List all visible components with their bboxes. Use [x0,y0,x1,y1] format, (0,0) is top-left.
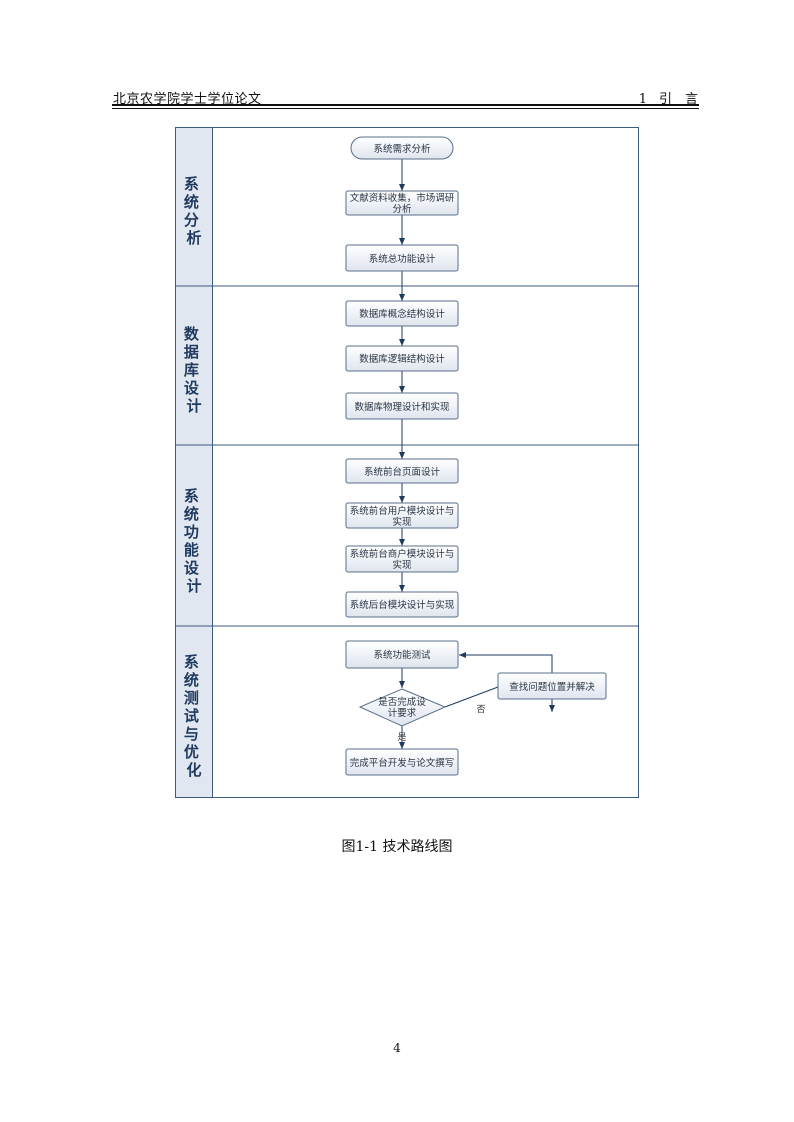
node-function-testing-label: 系统功能测试 [373,649,431,661]
lane-label-analysis-c2: 统 [184,193,199,211]
node-function-testing [345,640,459,669]
lane-label-analysis: 系 统 分 析 [184,175,204,247]
connector-no [444,686,499,708]
branch-label-no: 否 [476,704,485,715]
node-frontend-merchant-module [345,545,459,573]
lane-label-function-c5: 设 [184,559,199,577]
lane-label-testing-c6: 优 [184,743,199,761]
node-backend-module-label: 系统后台模块设计与实现 [350,599,455,611]
node-requirements-analysis-label: 系统需求分析 [373,143,431,155]
node-frontend-merchant-module-line1: 系统前台商户模块设计与 [350,548,455,560]
node-frontend-user-module [345,502,459,529]
lane-label-testing-c1: 系 [184,653,199,671]
chapter-number: 1 [638,92,647,107]
node-db-physical-design-label: 数据库物理设计和实现 [354,401,450,413]
lane-label-database-c3: 库 [184,361,199,379]
figure-caption: 图1-1 技术路线图 [341,839,453,855]
lane-label-analysis-c3: 分 [184,211,199,229]
lane-label-function-c4: 能 [184,541,199,559]
lane-label-database: 数 据 库 设 计 [184,325,204,415]
lane-label-function: 系 统 功 能 设 计 [184,487,204,595]
running-header-title: 北京农学院学士学位论文 [113,92,262,107]
node-requirements-analysis [350,136,454,160]
lane-label-database-c5: 计 [186,397,201,415]
lane-label-database-c4: 设 [184,379,199,397]
lane-label-column [175,127,213,798]
node-design-requirements-decision [358,688,447,727]
technical-roadmap-flowchart: 系 统 分 析 数 据 库 设 计 系 统 功 能 设 计 系 统 测 试 与 … [175,127,639,798]
node-find-and-fix-issues-label: 查找问题位置并解决 [509,681,595,693]
lane-label-testing-c3: 测 [184,689,199,707]
node-frontend-page-design-label: 系统前台页面设计 [364,466,441,478]
node-backend-module [345,591,459,618]
header-rule-thin [112,108,699,109]
running-header-chapter: 1 引 言 [639,88,698,107]
lane-label-database-c1: 数 [184,325,200,343]
node-db-logical-design-label: 数据库逻辑结构设计 [359,353,445,365]
node-overall-function-design-label: 系统总功能设计 [369,253,436,265]
lane-label-testing-c7: 化 [186,761,201,779]
node-complete-platform-thesis-label: 完成平台开发与论文撰写 [350,757,455,769]
node-db-conceptual-design-label: 数据库概念结构设计 [359,308,445,320]
decision-label-line1: 是否完成设 [378,696,426,708]
lane-label-function-c3: 功 [184,523,199,541]
node-complete-platform-thesis [345,748,459,776]
lane-label-database-c2: 据 [184,343,199,361]
node-overall-function-design [345,244,459,272]
lane-label-function-c2: 统 [184,505,199,523]
node-literature-research-line1: 文献资料收集，市场调研 [350,192,455,204]
node-literature-research-line2: 分析 [392,203,412,215]
node-frontend-merchant-module-line2: 实现 [392,559,412,571]
lane-label-analysis-c4: 析 [186,229,201,247]
lane-label-testing-c5: 与 [184,725,199,743]
node-db-physical-design [345,392,459,420]
branch-label-yes: 是 [397,732,406,743]
lane-label-function-c1: 系 [184,487,199,505]
node-frontend-user-module-line1: 系统前台用户模块设计与 [350,505,455,517]
node-frontend-page-design [345,458,459,484]
node-frontend-user-module-line2: 实现 [392,516,412,528]
node-db-logical-design [345,345,459,372]
header-rule-thick [112,104,699,106]
lane-label-testing: 系 统 测 试 与 优 化 [184,653,204,779]
node-db-conceptual-design [345,300,459,327]
decision-label-line2: 计要求 [388,707,417,719]
lane-label-function-c6: 计 [186,577,201,595]
lane-label-analysis-c1: 系 [184,175,199,193]
node-find-and-fix-issues [497,672,607,700]
lane-label-testing-c2: 统 [184,671,199,689]
chapter-title: 引 言 [658,92,698,107]
connector-loop-back [459,652,553,673]
node-literature-research [345,190,459,216]
page-number: 4 [393,1041,401,1055]
lane-label-testing-c4: 试 [184,707,199,725]
